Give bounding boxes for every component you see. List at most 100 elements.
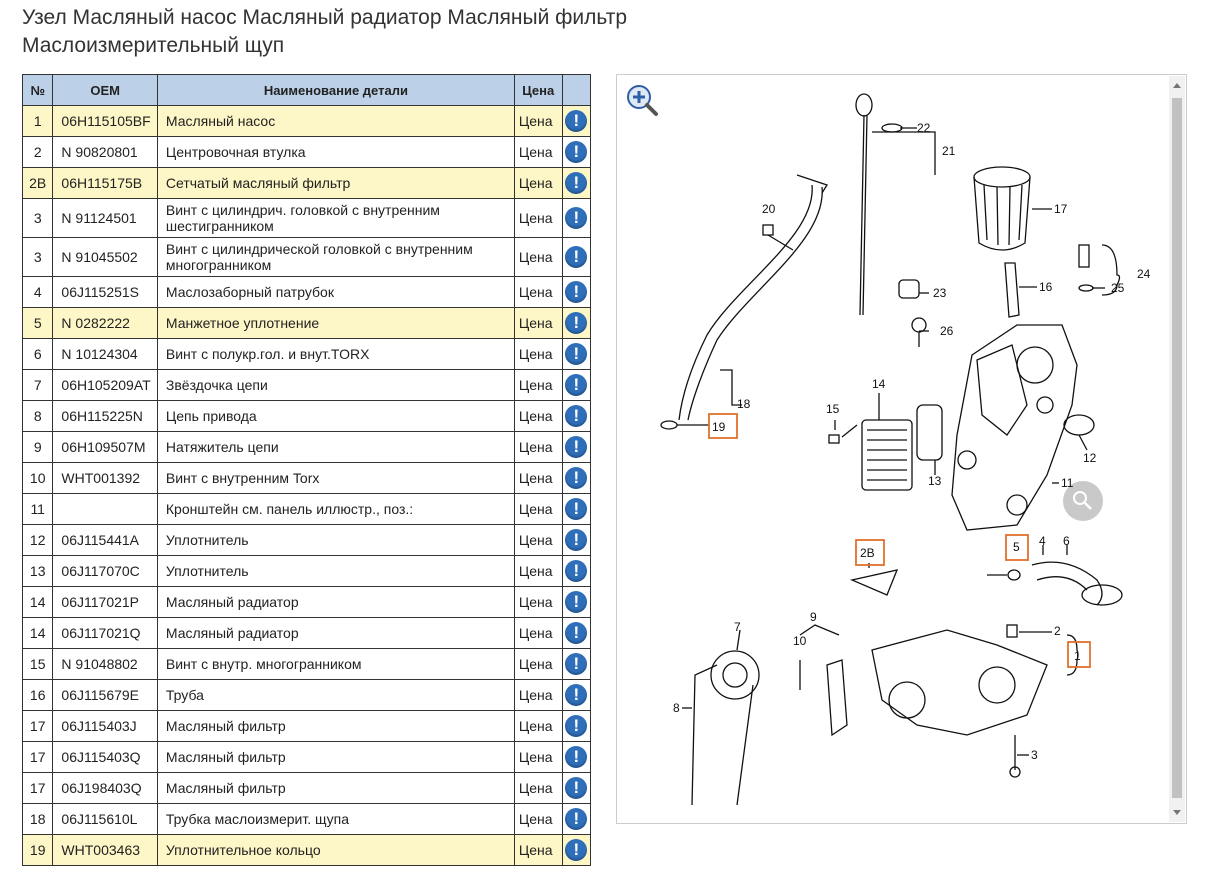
info-icon[interactable]: ! xyxy=(565,343,588,365)
diagram-label-10[interactable]: 10 xyxy=(793,634,807,648)
row-price-link[interactable]: Цена xyxy=(513,741,563,773)
row-info-cell[interactable]: ! xyxy=(561,431,592,463)
diagram-label-7[interactable]: 7 xyxy=(734,620,741,634)
scroll-up-icon[interactable] xyxy=(1173,83,1181,88)
diagram-label-20[interactable]: 20 xyxy=(762,202,776,216)
row-info-cell[interactable]: ! xyxy=(561,237,592,277)
info-icon[interactable]: ! xyxy=(565,529,588,551)
row-info-cell[interactable]: ! xyxy=(561,524,592,556)
diagram-label-26[interactable]: 26 xyxy=(940,324,954,338)
row-info-cell[interactable]: ! xyxy=(561,338,592,370)
row-info-cell[interactable]: ! xyxy=(561,462,592,494)
info-icon[interactable]: ! xyxy=(565,467,588,489)
row-info-cell[interactable]: ! xyxy=(561,617,592,649)
row-price-link[interactable]: Цена xyxy=(513,617,563,649)
row-info-cell[interactable]: ! xyxy=(561,400,592,432)
info-icon[interactable]: ! xyxy=(565,808,588,830)
row-price-link[interactable]: Цена xyxy=(513,338,563,370)
row-info-cell[interactable]: ! xyxy=(561,586,592,618)
row-price-link[interactable]: Цена xyxy=(513,198,563,238)
row-info-cell[interactable]: ! xyxy=(561,276,592,308)
row-info-cell[interactable]: ! xyxy=(561,648,592,680)
row-info-cell[interactable]: ! xyxy=(561,710,592,742)
row-info-cell[interactable]: ! xyxy=(561,369,592,401)
diagram-label-19[interactable]: 19 xyxy=(712,420,726,434)
info-icon[interactable]: ! xyxy=(565,498,588,520)
diagram-label-17[interactable]: 17 xyxy=(1054,202,1068,216)
row-price-link[interactable]: Цена xyxy=(513,136,563,168)
diagram-label-2B[interactable]: 2B xyxy=(860,546,875,560)
info-icon[interactable]: ! xyxy=(565,591,588,613)
row-price-link[interactable]: Цена xyxy=(513,276,563,308)
row-info-cell[interactable]: ! xyxy=(561,741,592,773)
row-info-cell[interactable]: ! xyxy=(561,679,592,711)
diagram-label-23[interactable]: 23 xyxy=(933,286,947,300)
diagram-label-15[interactable]: 15 xyxy=(826,402,840,416)
diagram-label-25[interactable]: 25 xyxy=(1111,281,1125,295)
info-icon[interactable]: ! xyxy=(565,715,588,737)
row-info-cell[interactable]: ! xyxy=(561,307,592,339)
diagram-label-6[interactable]: 6 xyxy=(1063,534,1070,548)
row-price-link[interactable]: Цена xyxy=(513,679,563,711)
info-icon[interactable]: ! xyxy=(565,839,588,861)
info-icon[interactable]: ! xyxy=(565,172,588,194)
diagram-label-16[interactable]: 16 xyxy=(1039,280,1053,294)
diagram-label-9[interactable]: 9 xyxy=(810,610,817,624)
row-price-link[interactable]: Цена xyxy=(513,834,563,866)
row-price-link[interactable]: Цена xyxy=(513,493,563,525)
info-icon[interactable]: ! xyxy=(565,281,588,303)
row-price-link[interactable]: Цена xyxy=(513,555,563,587)
scroll-down-icon[interactable] xyxy=(1173,810,1181,815)
diagram-label-13[interactable]: 13 xyxy=(928,474,942,488)
diagram-label-18[interactable]: 18 xyxy=(737,397,751,411)
info-icon[interactable]: ! xyxy=(565,777,588,799)
row-price-link[interactable]: Цена xyxy=(513,369,563,401)
row-info-cell[interactable]: ! xyxy=(561,834,592,866)
row-price-link[interactable]: Цена xyxy=(513,772,563,804)
diagram-label-11[interactable]: 11 xyxy=(1061,476,1074,490)
diagram-label-12[interactable]: 12 xyxy=(1083,451,1097,465)
info-icon[interactable]: ! xyxy=(565,374,588,396)
row-price-link[interactable]: Цена xyxy=(513,586,563,618)
row-info-cell[interactable]: ! xyxy=(561,136,592,168)
info-icon[interactable]: ! xyxy=(565,246,588,268)
info-icon[interactable]: ! xyxy=(565,684,588,706)
row-price-link[interactable]: Цена xyxy=(513,803,563,835)
diagram-label-3[interactable]: 3 xyxy=(1031,748,1038,762)
row-price-link[interactable]: Цена xyxy=(513,648,563,680)
row-price-link[interactable]: Цена xyxy=(513,462,563,494)
row-price-link[interactable]: Цена xyxy=(513,167,563,199)
row-price-link[interactable]: Цена xyxy=(513,400,563,432)
info-icon[interactable]: ! xyxy=(565,312,588,334)
diagram-label-21[interactable]: 21 xyxy=(942,144,956,158)
row-price-link[interactable]: Цена xyxy=(513,431,563,463)
diagram-scrollbar[interactable] xyxy=(1169,76,1185,822)
diagram-label-22[interactable]: 22 xyxy=(917,121,931,135)
info-icon[interactable]: ! xyxy=(565,653,588,675)
row-price-link[interactable]: Цена xyxy=(513,105,563,137)
row-price-link[interactable]: Цена xyxy=(513,710,563,742)
info-icon[interactable]: ! xyxy=(565,622,588,644)
row-info-cell[interactable]: ! xyxy=(561,772,592,804)
magnifier-plus-icon[interactable] xyxy=(625,83,659,117)
row-info-cell[interactable]: ! xyxy=(561,803,592,835)
info-icon[interactable]: ! xyxy=(565,110,588,132)
